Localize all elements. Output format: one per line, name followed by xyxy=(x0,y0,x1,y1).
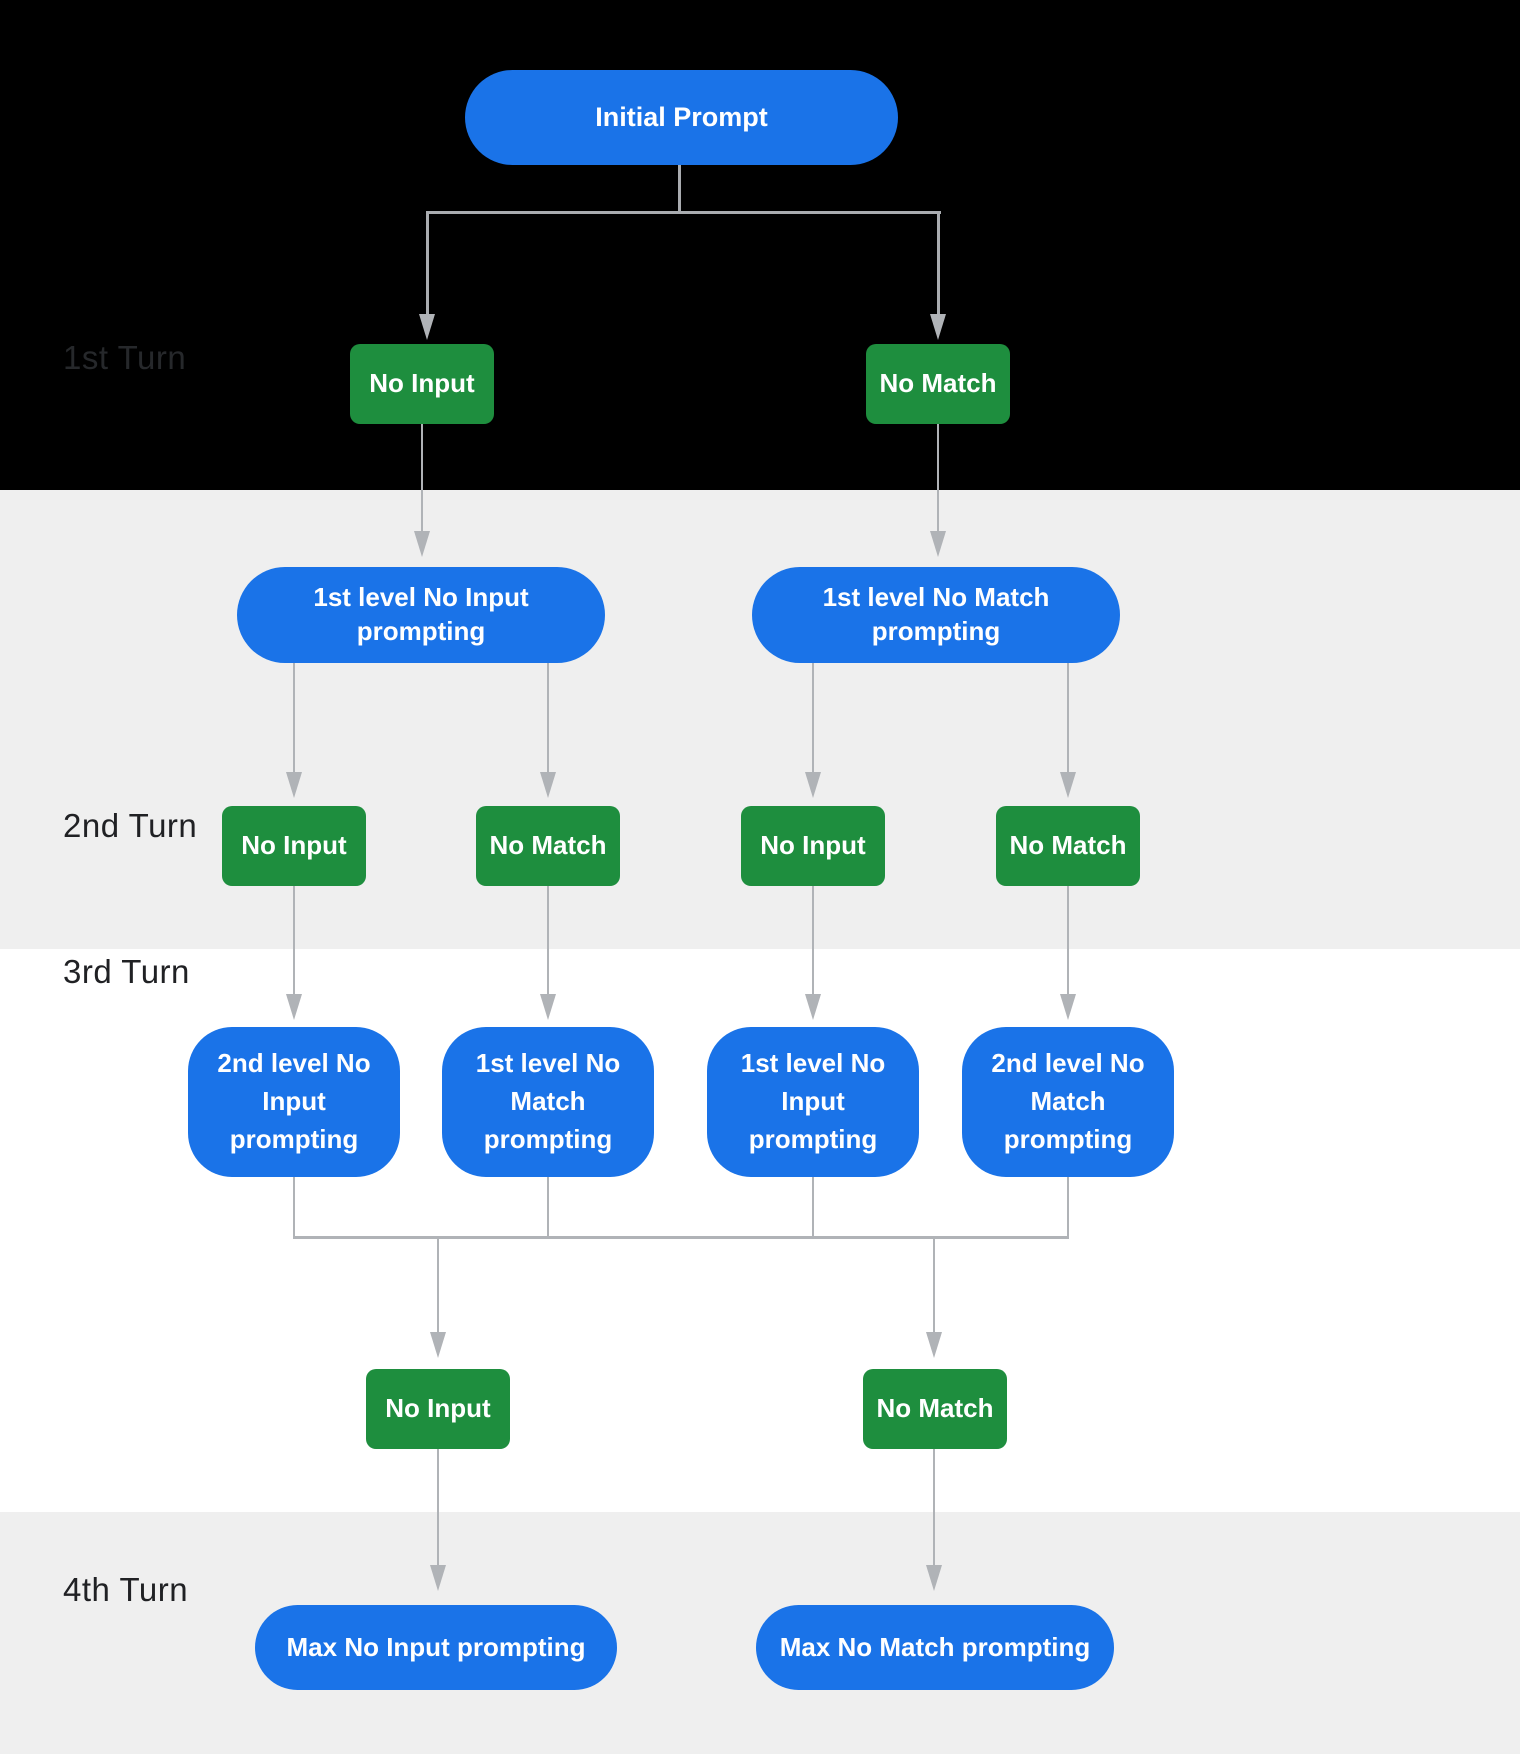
connector-merge-drop-no-match xyxy=(933,1236,935,1334)
connector-t2-drop-2 xyxy=(547,663,549,775)
connector-t1ni-to-t2 xyxy=(421,424,423,534)
node-t3-no-input-2nd: 2nd level No Input prompting xyxy=(188,1027,400,1177)
turn-label-2: 2nd Turn xyxy=(63,807,198,844)
connector-t2-drop-1 xyxy=(293,663,295,775)
connector-bus-stub-4 xyxy=(1067,1177,1069,1237)
connector-t2-drop-3 xyxy=(812,663,814,775)
arrowhead-merge-no-input xyxy=(430,1332,446,1358)
connector-merge-bus xyxy=(293,1236,1069,1239)
node-t2-no-match-b: No Match xyxy=(996,806,1140,886)
node-t4-max-no-match: Max No Match prompting xyxy=(756,1605,1114,1690)
arrowhead-t1-no-input xyxy=(419,314,435,340)
arrowhead-t4-no-match xyxy=(926,1565,942,1591)
arrowhead-t3-box-2 xyxy=(540,994,556,1020)
connector-t3-drop-1 xyxy=(293,886,295,996)
node-t1-no-input: No Input xyxy=(350,344,494,424)
turn-label-3: 3rd Turn xyxy=(63,953,190,990)
connector-bus-stub-1 xyxy=(293,1177,295,1237)
arrowhead-t2-no-match-prompting xyxy=(930,531,946,557)
connector-initial-split xyxy=(427,211,941,214)
connector-t2-drop-4 xyxy=(1067,663,1069,775)
arrowhead-t2-no-input-prompting xyxy=(414,531,430,557)
node-t4-max-no-input: Max No Input prompting xyxy=(255,1605,617,1690)
arrowhead-merge-no-match xyxy=(926,1332,942,1358)
connector-to-t1-no-match xyxy=(937,211,940,316)
connector-initial-stem xyxy=(678,165,681,213)
turn-label-1: 1st Turn xyxy=(63,339,187,376)
arrowhead-t2-event-3 xyxy=(805,772,821,798)
node-t1-no-match: No Match xyxy=(866,344,1010,424)
node-t2-no-match-a: No Match xyxy=(476,806,620,886)
connector-t3-drop-3 xyxy=(812,886,814,996)
node-t3-no-match-result: No Match xyxy=(863,1369,1007,1449)
node-t3-no-match-1st: 1st level No Match prompting xyxy=(442,1027,654,1177)
connector-t4-drop-no-input xyxy=(437,1449,439,1567)
turn-label-4: 4th Turn xyxy=(63,1571,189,1608)
arrowhead-t3-box-4 xyxy=(1060,994,1076,1020)
node-t2-no-input-b: No Input xyxy=(741,806,885,886)
arrowhead-t1-no-match xyxy=(930,314,946,340)
arrowhead-t4-no-input xyxy=(430,1565,446,1591)
node-t3-no-match-2nd: 2nd level No Match prompting xyxy=(962,1027,1174,1177)
connector-to-t1-no-input xyxy=(426,211,429,316)
node-t2-no-input-prompting: 1st level No Input prompting xyxy=(237,567,605,663)
node-t3-no-input-result: No Input xyxy=(366,1369,510,1449)
arrowhead-t3-box-1 xyxy=(286,994,302,1020)
arrowhead-t3-box-3 xyxy=(805,994,821,1020)
node-t2-no-match-prompting: 1st level No Match prompting xyxy=(752,567,1120,663)
connector-bus-stub-2 xyxy=(547,1177,549,1237)
connector-t1nm-to-t2 xyxy=(937,424,939,534)
connector-t4-drop-no-match xyxy=(933,1449,935,1567)
connector-merge-drop-no-input xyxy=(437,1236,439,1334)
node-initial-prompt: Initial Prompt xyxy=(465,70,898,165)
node-t3-no-input-1st: 1st level No Input prompting xyxy=(707,1027,919,1177)
connector-t3-drop-2 xyxy=(547,886,549,996)
connector-t3-drop-4 xyxy=(1067,886,1069,996)
arrowhead-t2-event-2 xyxy=(540,772,556,798)
arrowhead-t2-event-1 xyxy=(286,772,302,798)
connector-bus-stub-3 xyxy=(812,1177,814,1237)
arrowhead-t2-event-4 xyxy=(1060,772,1076,798)
node-t2-no-input-a: No Input xyxy=(222,806,366,886)
